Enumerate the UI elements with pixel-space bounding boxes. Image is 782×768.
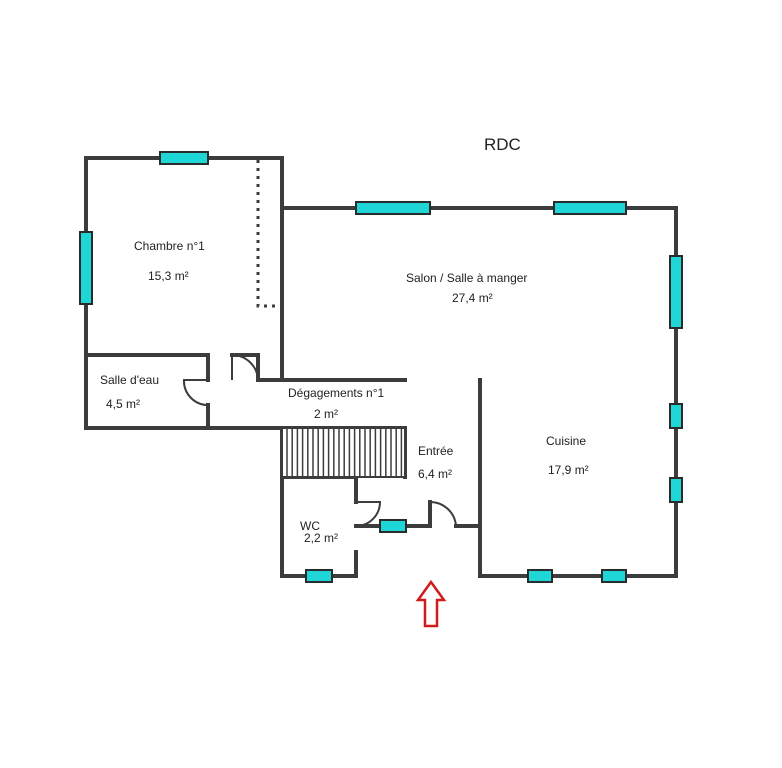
door-salle-eau <box>182 379 209 407</box>
door-wc <box>355 501 382 527</box>
room-area-salle-eau: 4,5 m² <box>106 397 140 411</box>
windows <box>79 151 683 583</box>
wall-salle-eau-top <box>84 353 210 382</box>
window-wc <box>305 569 333 583</box>
doors <box>182 353 457 527</box>
window-chambre-top <box>159 151 209 165</box>
wall-salon-outer <box>280 206 678 578</box>
room-area-chambre: 15,3 m² <box>148 269 189 283</box>
window-cuisine-bottom-2 <box>601 569 627 583</box>
room-area-degagements: 2 m² <box>314 407 338 421</box>
room-name-chambre: Chambre n°1 <box>134 239 205 253</box>
window-salon-2 <box>553 201 627 215</box>
wall-wc-top <box>280 475 358 504</box>
closet-dotted-line <box>256 160 282 308</box>
window-salon-east <box>669 255 683 329</box>
room-name-degagements: Dégagements n°1 <box>288 386 385 400</box>
door-chambre <box>231 353 259 381</box>
room-area-entree: 6,4 m² <box>418 467 452 481</box>
room-area-cuisine: 17,9 m² <box>548 463 589 477</box>
room-name-salle-eau: Salle d'eau <box>100 373 159 387</box>
window-cuisine-east-1 <box>669 403 683 429</box>
door-entree <box>429 500 457 527</box>
window-chambre-west <box>79 231 93 305</box>
window-cuisine-east-2 <box>669 477 683 503</box>
wall-door-chambre <box>230 353 284 382</box>
room-name-entree: Entrée <box>418 444 454 458</box>
walls <box>84 156 678 578</box>
room-area-wc: 2,2 m² <box>304 531 338 545</box>
staircase <box>281 427 406 478</box>
window-salon-1 <box>355 201 431 215</box>
room-name-wc: WC <box>300 519 320 533</box>
room-name-salon: Salon / Salle à manger <box>406 271 527 285</box>
wall-west <box>84 156 210 430</box>
room-name-cuisine: Cuisine <box>546 434 586 448</box>
window-entree <box>379 519 407 533</box>
entrance-arrow-icon <box>415 579 447 628</box>
plan-title: RDC <box>484 135 521 154</box>
stair-steps <box>286 428 403 477</box>
room-area-salon: 27,4 m² <box>452 291 493 305</box>
window-cuisine-bottom-1 <box>527 569 553 583</box>
